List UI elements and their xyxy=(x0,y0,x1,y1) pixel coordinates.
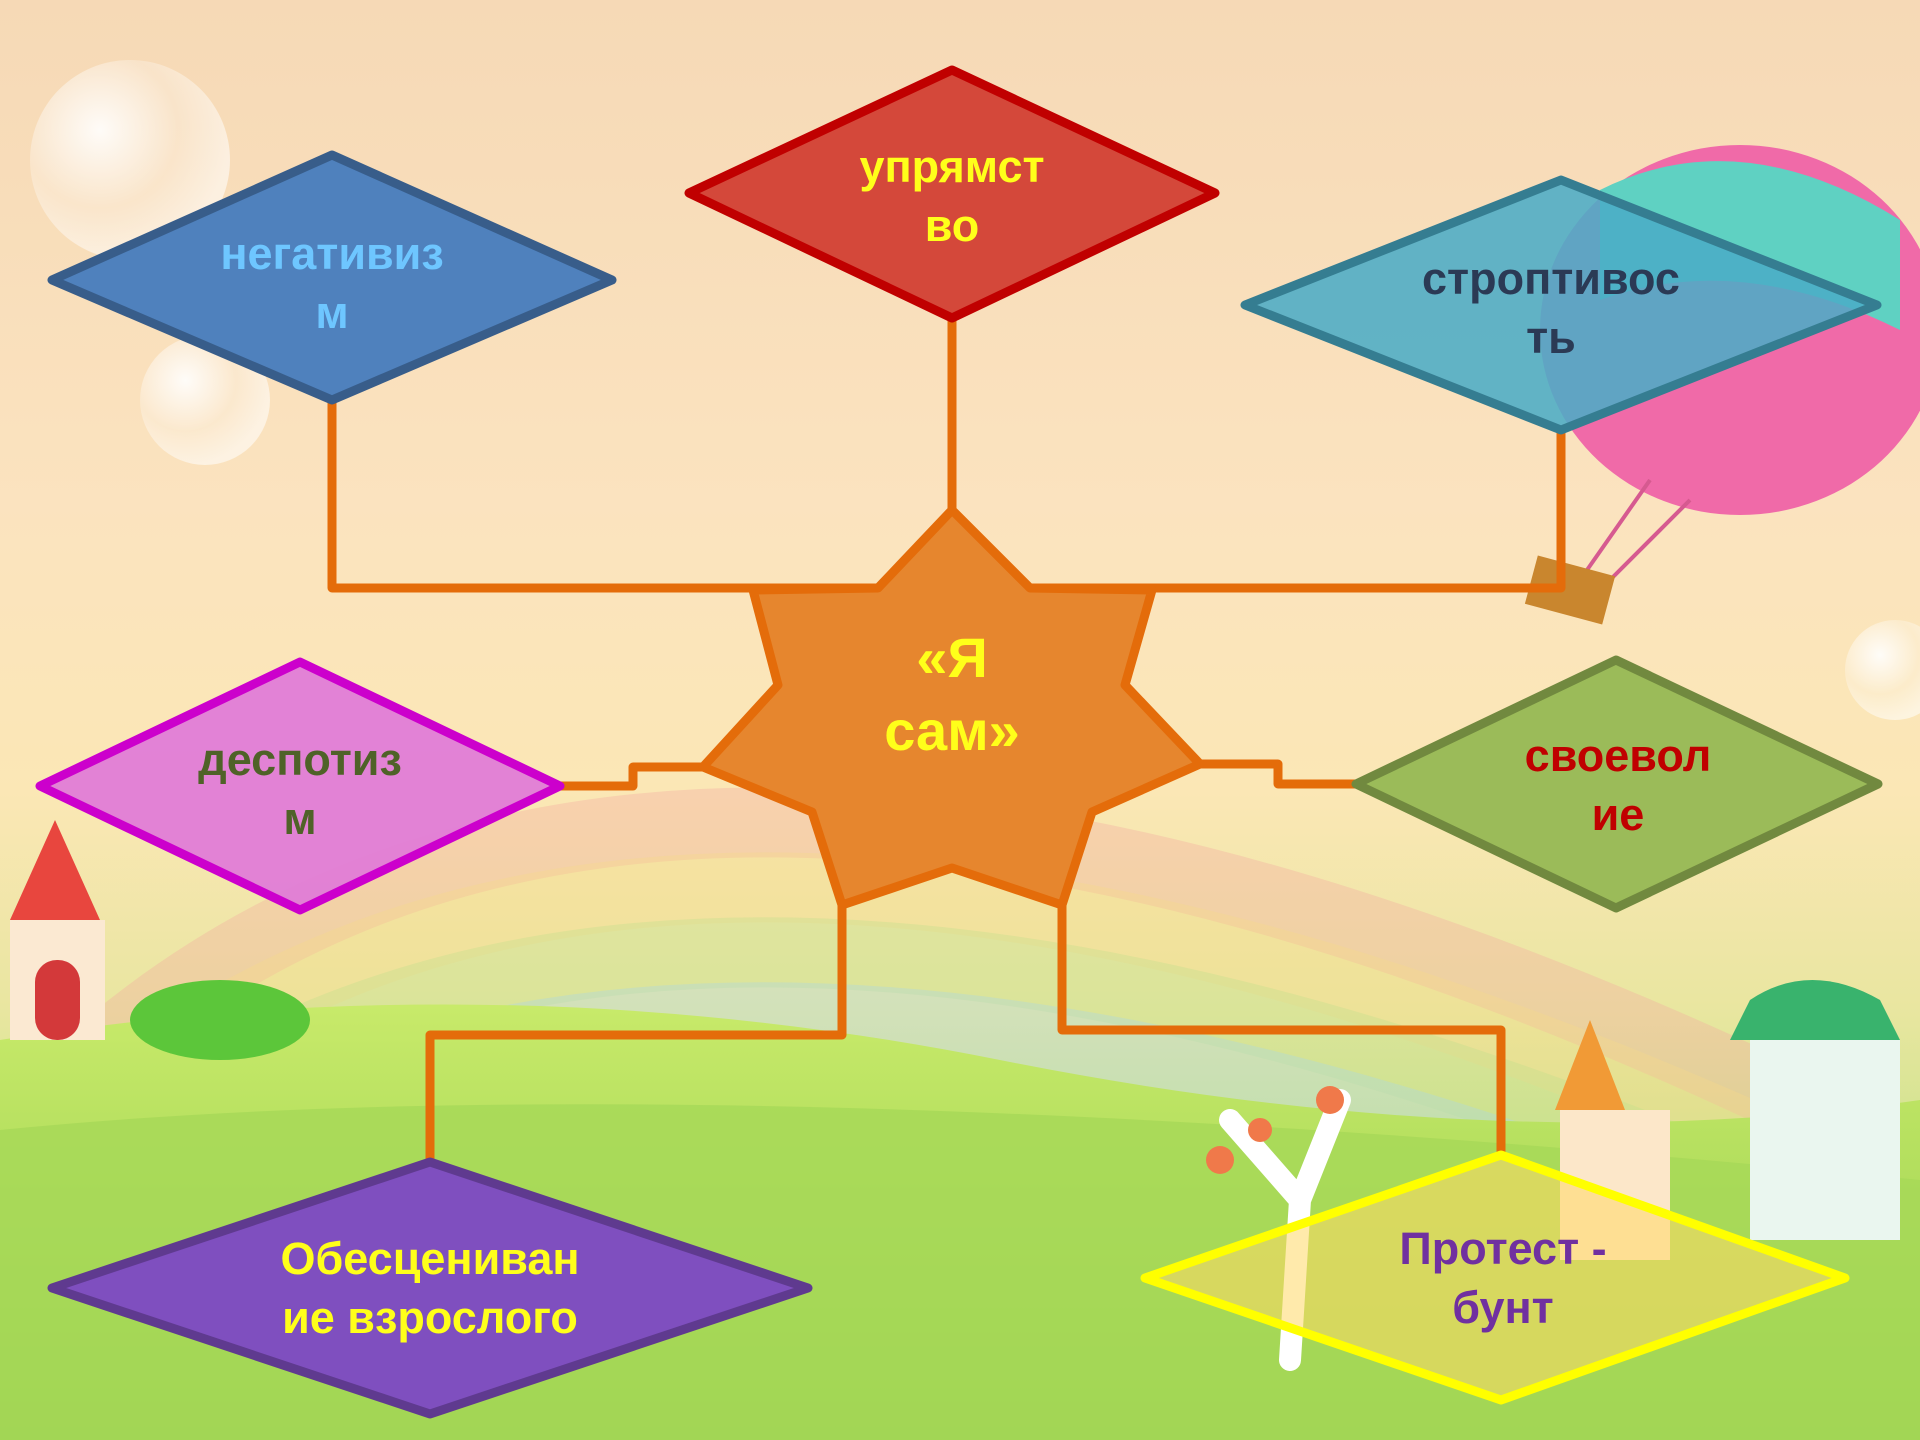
label-line: ие взрослого xyxy=(282,1291,578,1343)
label-upryamstvo: упрямст во xyxy=(802,138,1102,255)
label-line: строптивос xyxy=(1422,253,1680,304)
center-label-line2: сам» xyxy=(884,698,1020,762)
diamond-svoevolie[interactable] xyxy=(1351,655,1883,913)
bush-icon xyxy=(130,980,310,1060)
label-stroptivost: строптивос ть xyxy=(1381,250,1721,367)
diamond-protest[interactable] xyxy=(1140,1150,1850,1405)
diamond-upryamstvo[interactable] xyxy=(684,65,1220,323)
label-line: м xyxy=(315,286,349,338)
center-star[interactable] xyxy=(698,505,1205,910)
label-line: м xyxy=(283,792,317,844)
label-line: деспотиз xyxy=(198,734,402,785)
connector-svoevolie xyxy=(1200,759,1356,789)
label-line: во xyxy=(924,199,980,251)
label-line: своевол xyxy=(1524,730,1712,781)
label-negativizm: негативиз м xyxy=(182,225,482,342)
diamond-obescenivanie[interactable] xyxy=(47,1157,813,1419)
label-line: негативиз xyxy=(220,228,444,279)
center-label: «Я сам» xyxy=(822,622,1082,768)
diamond-stroptivost[interactable] xyxy=(1240,175,1882,435)
label-line: ие xyxy=(1591,788,1645,840)
connector-obescenivanie xyxy=(425,905,847,1162)
center-label-line1: «Я xyxy=(916,626,988,689)
diamond-negativizm[interactable] xyxy=(47,150,617,405)
label-line: Протест - xyxy=(1399,1223,1607,1274)
label-line: ть xyxy=(1526,311,1576,363)
label-protest: Протест - бунт xyxy=(1353,1220,1653,1337)
label-line: бунт xyxy=(1452,1281,1554,1333)
diamond-despotizm[interactable] xyxy=(35,657,565,915)
label-line: Обесцениван xyxy=(280,1233,580,1284)
connector-despotizm xyxy=(560,762,703,791)
label-line: упрямст xyxy=(859,141,1045,192)
bubble-icon xyxy=(1845,620,1920,720)
connector-stroptivost xyxy=(1030,430,1566,593)
bubble-icon xyxy=(140,335,270,465)
bubble-icon xyxy=(30,60,230,260)
label-svoevolie: своевол ие xyxy=(1468,727,1768,844)
house-icon xyxy=(10,820,105,1040)
label-despotizm: деспотиз м xyxy=(150,731,450,848)
connectors xyxy=(327,318,1566,1162)
connector-protest xyxy=(1057,905,1506,1155)
connector-negativizm xyxy=(327,400,878,593)
label-obescenivanie: Обесцениван ие взрослого xyxy=(230,1230,630,1347)
